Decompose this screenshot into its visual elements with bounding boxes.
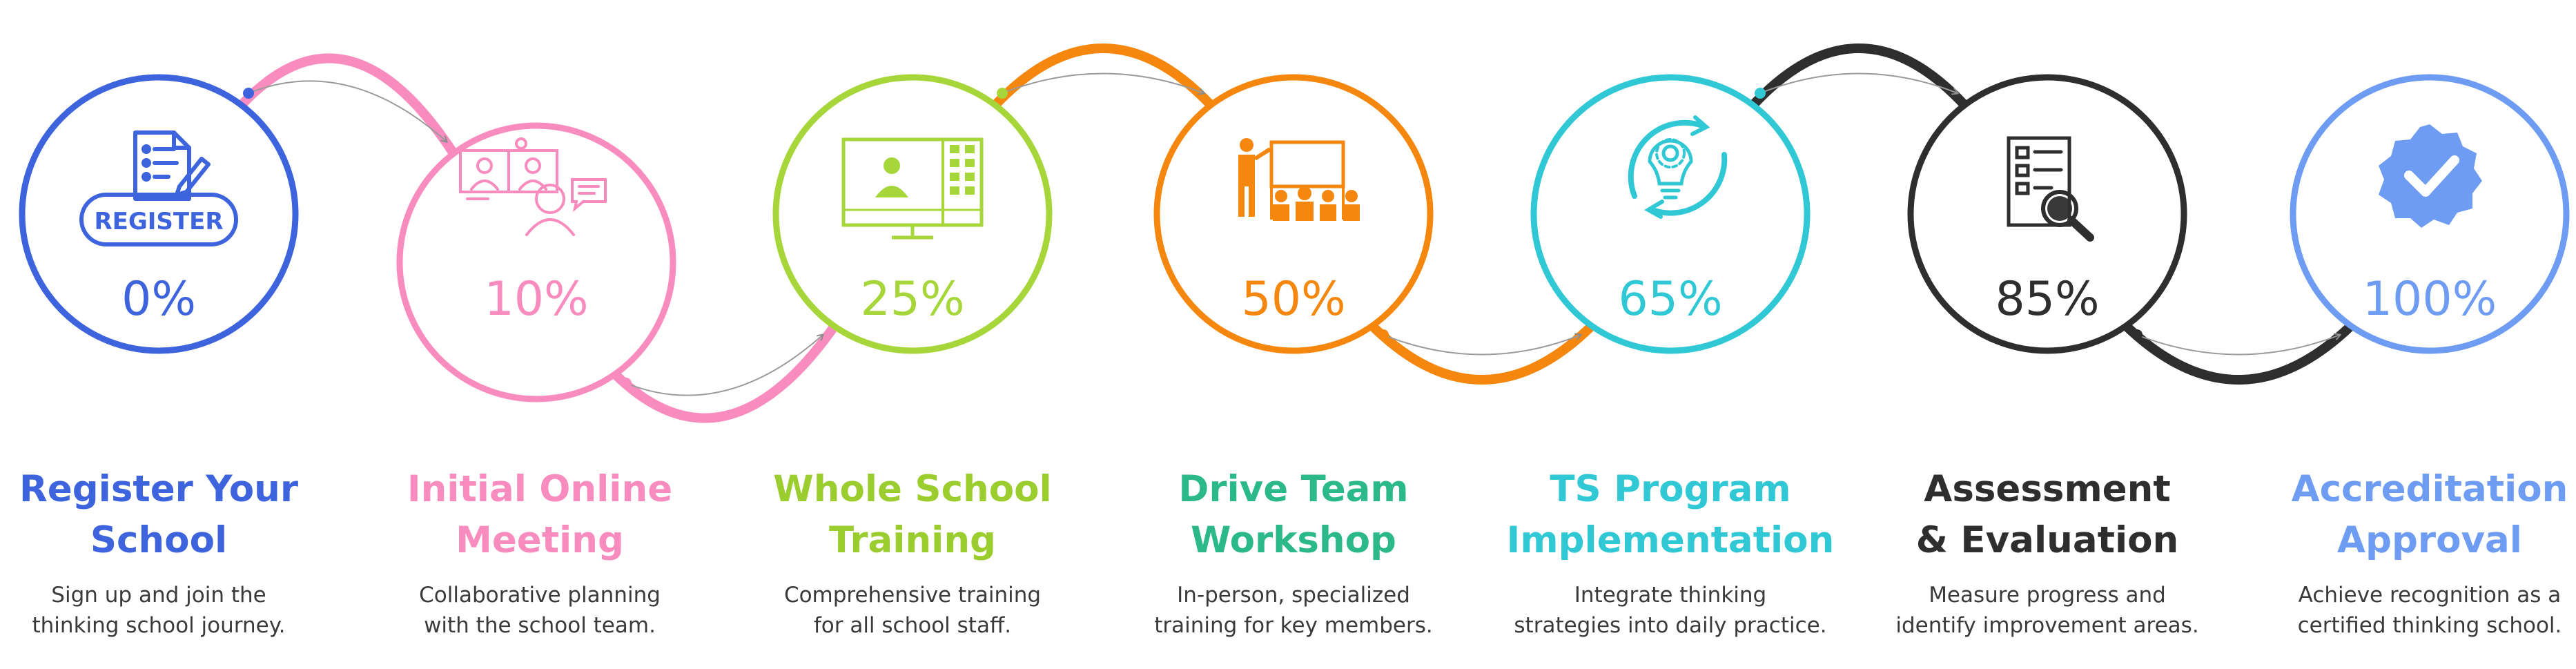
journey-diagram: REGISTER 0% 10% — [19, 43, 2570, 423]
step-6-node: 85% — [1907, 74, 2187, 354]
connector-arcs — [237, 43, 2359, 423]
connector-arrow — [248, 80, 447, 142]
step-3-title: Whole School Training — [773, 468, 1052, 561]
step-3-percent: 25% — [860, 272, 964, 327]
step-1-node: REGISTER 0% — [19, 74, 299, 354]
step-1-circle — [19, 74, 299, 354]
connector-arc — [991, 43, 1216, 110]
connector-arc — [1365, 318, 1599, 385]
step-6-text: Assessment & Evaluation Measure progress… — [1868, 464, 2227, 641]
video-meeting-icon — [459, 137, 607, 236]
connector-arc — [1748, 43, 1969, 110]
step-1-percent: 0% — [121, 272, 196, 327]
step-1-description: Sign up and join the thinking school jou… — [32, 583, 286, 638]
step-6-title: Assessment & Evaluation — [1915, 468, 2179, 561]
connector-arrow — [1002, 72, 1204, 94]
step-3-node: 25% — [772, 74, 1053, 354]
step-2-node: 10% — [396, 122, 676, 403]
step-4-node: 50% — [1153, 74, 1434, 354]
step-5-description: Integrate thinking strategies into daily… — [1514, 583, 1827, 638]
step-5-title: TS Program Implementation — [1506, 468, 1835, 561]
register-form-icon — [79, 130, 238, 246]
step-5-percent: 65% — [1618, 272, 1722, 327]
connector-start-dot — [621, 378, 632, 389]
connector-arc — [237, 53, 458, 158]
document-magnifier-icon — [2007, 136, 2094, 242]
step-4-title: Drive Team Workshop — [1178, 468, 1409, 561]
connector-start-dot — [1378, 329, 1389, 340]
connector-start-dot — [2131, 329, 2143, 340]
step-5-node: 65% — [1530, 74, 1811, 354]
connector-start-dot — [243, 88, 254, 99]
step-6-percent: 85% — [1995, 272, 2099, 327]
step-7-description: Achieve recognition as a certified think… — [2297, 583, 2562, 638]
step-1-text: Register Your School Sign up and join th… — [0, 464, 338, 641]
step-circles: REGISTER 0% 10% — [19, 74, 2570, 403]
step-2-description: Collaborative planning with the school t… — [419, 583, 661, 638]
connector-arrow — [2136, 335, 2340, 356]
step-7-title: Accreditation Approval — [2291, 468, 2568, 561]
step-4-percent: 50% — [1241, 272, 1345, 327]
lightbulb-gear-cycle-icon — [1628, 115, 1728, 219]
connector-arrow — [1383, 335, 1581, 356]
step-4-text: Drive Team Workshop In-person, specializ… — [1114, 464, 1473, 641]
step-4-circle — [1153, 74, 1434, 354]
connector-start-dot — [1755, 88, 1766, 99]
step-3-text: Whole School Training Comprehensive trai… — [733, 464, 1092, 641]
connector-start-dot — [997, 88, 1008, 99]
connector-arrow — [1759, 72, 1958, 94]
step-3-description: Comprehensive training for all school st… — [783, 583, 1042, 638]
presentation-workshop-icon — [1238, 138, 1360, 221]
register-badge-text: REGISTER — [94, 208, 223, 235]
connector-arrow — [625, 335, 823, 396]
step-6-circle — [1907, 74, 2187, 354]
step-7-percent: 100% — [2363, 272, 2497, 327]
step-4-description: In-person, specialized training for key … — [1154, 583, 1433, 638]
step-2-text: Initial Online Meeting Collaborative pla… — [360, 464, 719, 641]
step-7-text: Accreditation Approval Achieve recogniti… — [2250, 464, 2576, 641]
connector-arc — [2118, 318, 2359, 385]
step-2-title: Initial Online Meeting — [407, 468, 673, 561]
step-2-percent: 10% — [484, 272, 588, 327]
connector-arc — [607, 318, 841, 423]
step-5-text: TS Program Implementation Integrate thin… — [1491, 464, 1850, 641]
online-training-monitor-icon — [841, 137, 984, 240]
verified-badge-icon — [2379, 124, 2482, 228]
step-1-title: Register Your School — [19, 468, 299, 561]
step-6-description: Measure progress and identify improvemen… — [1895, 583, 2199, 638]
step-7-node: 100% — [2290, 74, 2570, 354]
step-2-circle — [396, 122, 676, 403]
